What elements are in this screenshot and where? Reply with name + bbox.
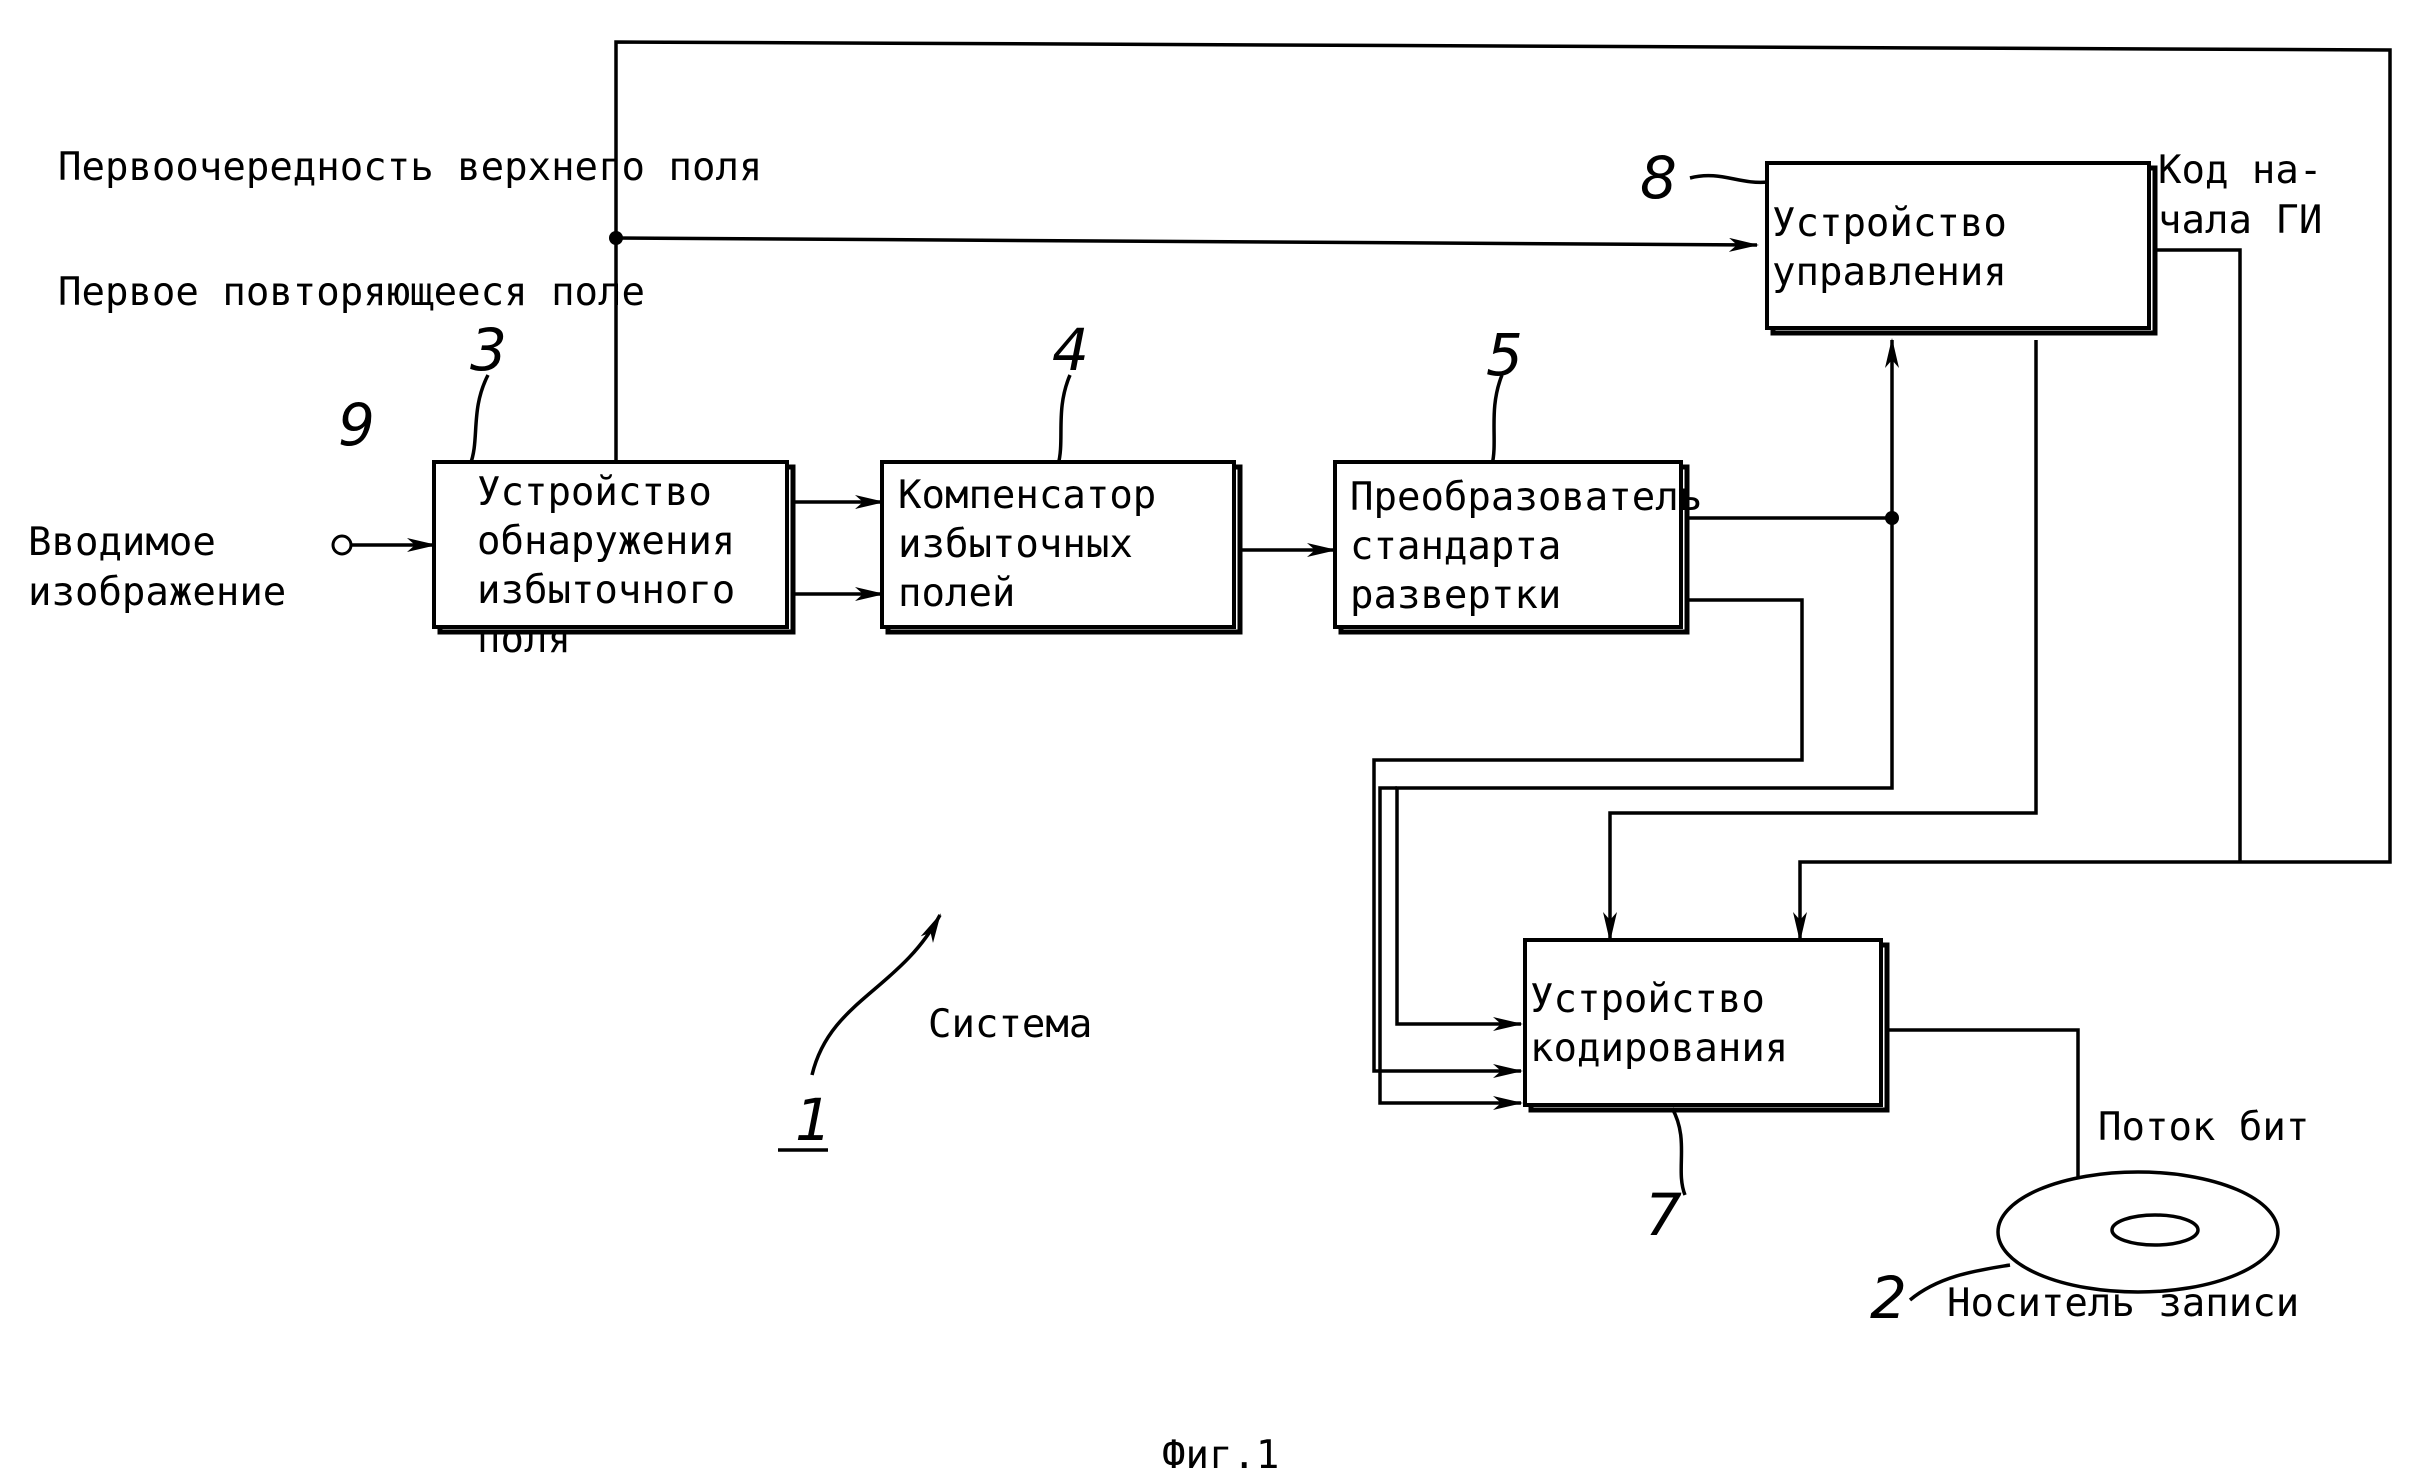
encoder-line-1: Устройство [1530,977,1765,1022]
label-gop-code-1: Код на- [2158,148,2322,193]
number-8: 8 [1640,144,1677,212]
converter-line-2: стандарта [1350,524,1561,569]
encoder-line-2: кодирования [1530,1026,1788,1071]
label-input-image-2: изображение [28,570,286,615]
detector-line-3: избыточного [477,568,735,613]
number-4: 4 [1052,316,1089,384]
line-controller-to-encoder [1610,340,2036,940]
recording-medium-disc-icon [1998,1172,2278,1292]
number-5: 5 [1486,321,1523,389]
leader-4 [1058,375,1070,465]
converter-line-1: Преобразователь [1350,475,1702,520]
controller-line-1: Устройство [1772,201,2007,246]
figure-caption: Фиг.1 [1162,1433,1279,1469]
line-to-controller [616,238,1757,245]
label-top-field-first: Первоочередность верхнего поля [58,145,762,190]
label-repeat-first-field: Первое повторяющееся поле [58,270,645,315]
compensator-line-2: избыточных [898,522,1133,567]
label-bitstream: Поток бит [2098,1105,2309,1150]
label-recording-medium: Носитель записи [1947,1281,2299,1326]
block-controller [1767,163,2155,333]
line-gop-code [2155,250,2240,862]
converter-line-3: развертки [1350,573,1561,618]
detector-line-1: Устройство [477,470,712,515]
input-terminal-icon [333,536,351,554]
label-gop-code-2: чала ГИ [2158,198,2322,243]
detector-line-2: обнаружения [477,519,735,564]
line-extra-to-encoder [1380,788,1521,1103]
detector-line-4: поля [477,617,571,662]
number-9: 9 [338,391,375,459]
number-1: 1 [795,1086,832,1154]
line-encoder-to-medium [1887,1030,2078,1210]
compensator-line-1: Компенсатор [898,473,1156,518]
label-system: Система [928,1002,1092,1047]
leader-3 [470,375,488,465]
system-leader-arrow [812,915,940,1075]
label-input-image-1: Вводимое [28,520,216,565]
controller-line-2: управления [1772,250,2007,295]
number-2: 2 [1870,1264,1907,1332]
compensator-line-3: полей [898,571,1015,616]
number-7: 7 [1645,1181,1682,1249]
block-encoder [1525,940,1887,1110]
leader-8 [1690,176,1768,183]
number-3: 3 [470,316,507,384]
